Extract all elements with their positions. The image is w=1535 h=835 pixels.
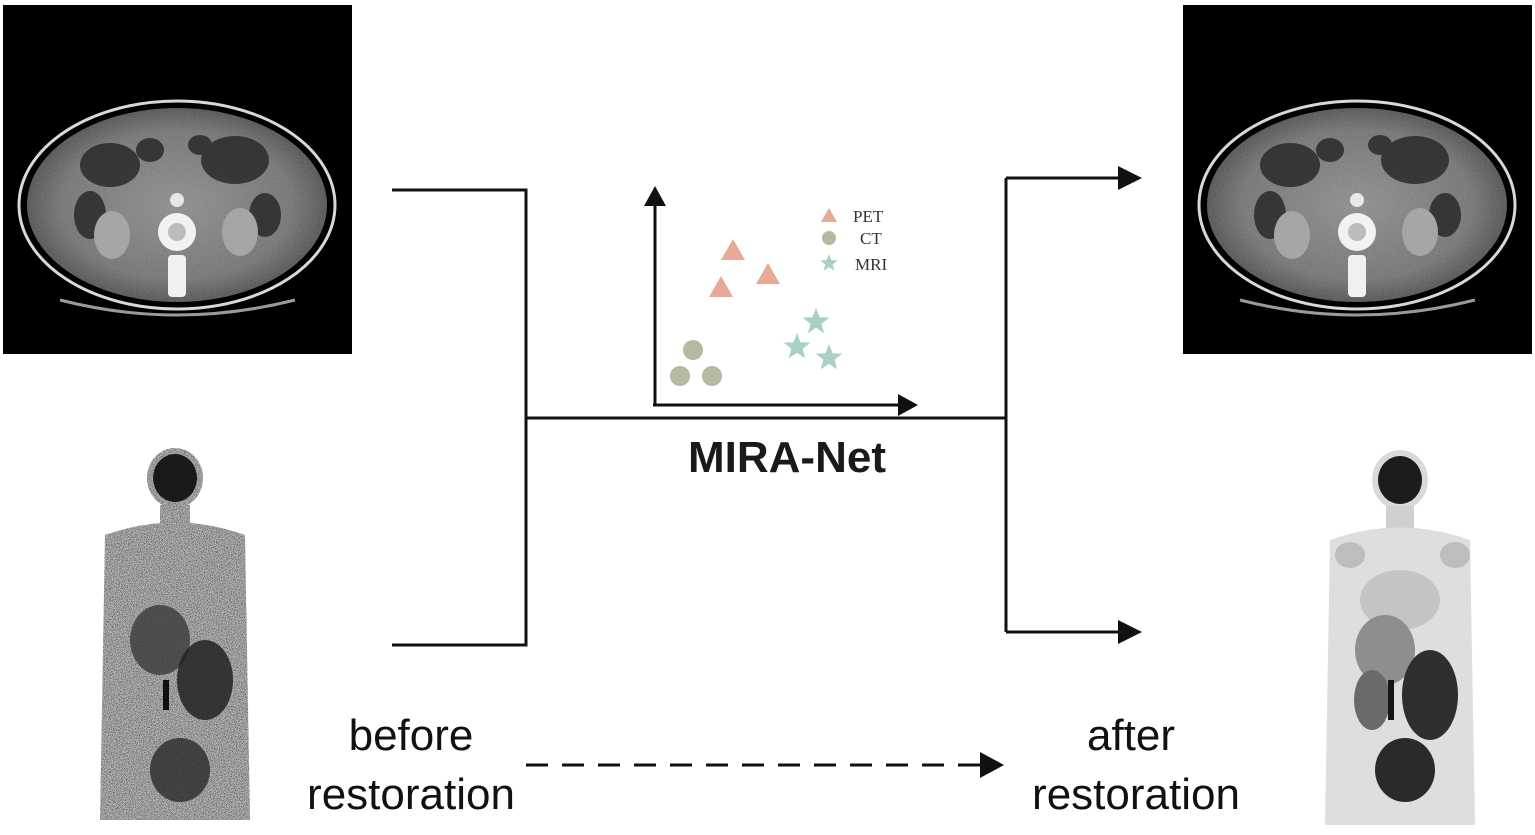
after-label-line1: after <box>1087 711 1175 760</box>
y-axis-arrowhead <box>644 186 666 206</box>
ct-marker <box>702 366 722 386</box>
network-title: MIRA-Net <box>688 433 886 482</box>
legend-ct-label: CT <box>860 229 882 248</box>
ct-marker <box>670 366 690 386</box>
arrowhead-pet <box>1118 620 1142 644</box>
mri-marker <box>783 333 811 359</box>
after-label-line2: restoration <box>1032 770 1240 819</box>
ct-marker <box>683 340 703 360</box>
input-line-ct <box>392 188 528 647</box>
mri-marker <box>815 344 843 370</box>
x-axis-arrowhead <box>898 394 918 416</box>
ct-slice-before <box>3 5 352 354</box>
pet-marker <box>756 263 780 284</box>
arrowhead-ct <box>1118 166 1142 190</box>
pet-marker <box>721 239 745 260</box>
restoration-arrowhead <box>980 752 1004 778</box>
feature-scatter-plot: PET CT MRI <box>644 186 918 416</box>
mri-marker <box>802 308 830 334</box>
ct-slice-after <box>1183 5 1532 354</box>
legend-ct-icon <box>822 231 836 245</box>
legend: PET CT MRI <box>820 207 887 274</box>
connector-lines <box>392 176 1120 647</box>
legend-pet-label: PET <box>853 207 884 226</box>
pet-marker <box>709 276 733 297</box>
legend-mri-label: MRI <box>855 255 887 274</box>
before-label-line1: before <box>349 711 474 760</box>
pet-body-before <box>100 448 250 820</box>
pet-body-after <box>1325 450 1475 825</box>
legend-pet-icon <box>821 208 837 222</box>
legend-mri-icon <box>820 254 838 271</box>
before-label-line2: restoration <box>307 770 515 819</box>
